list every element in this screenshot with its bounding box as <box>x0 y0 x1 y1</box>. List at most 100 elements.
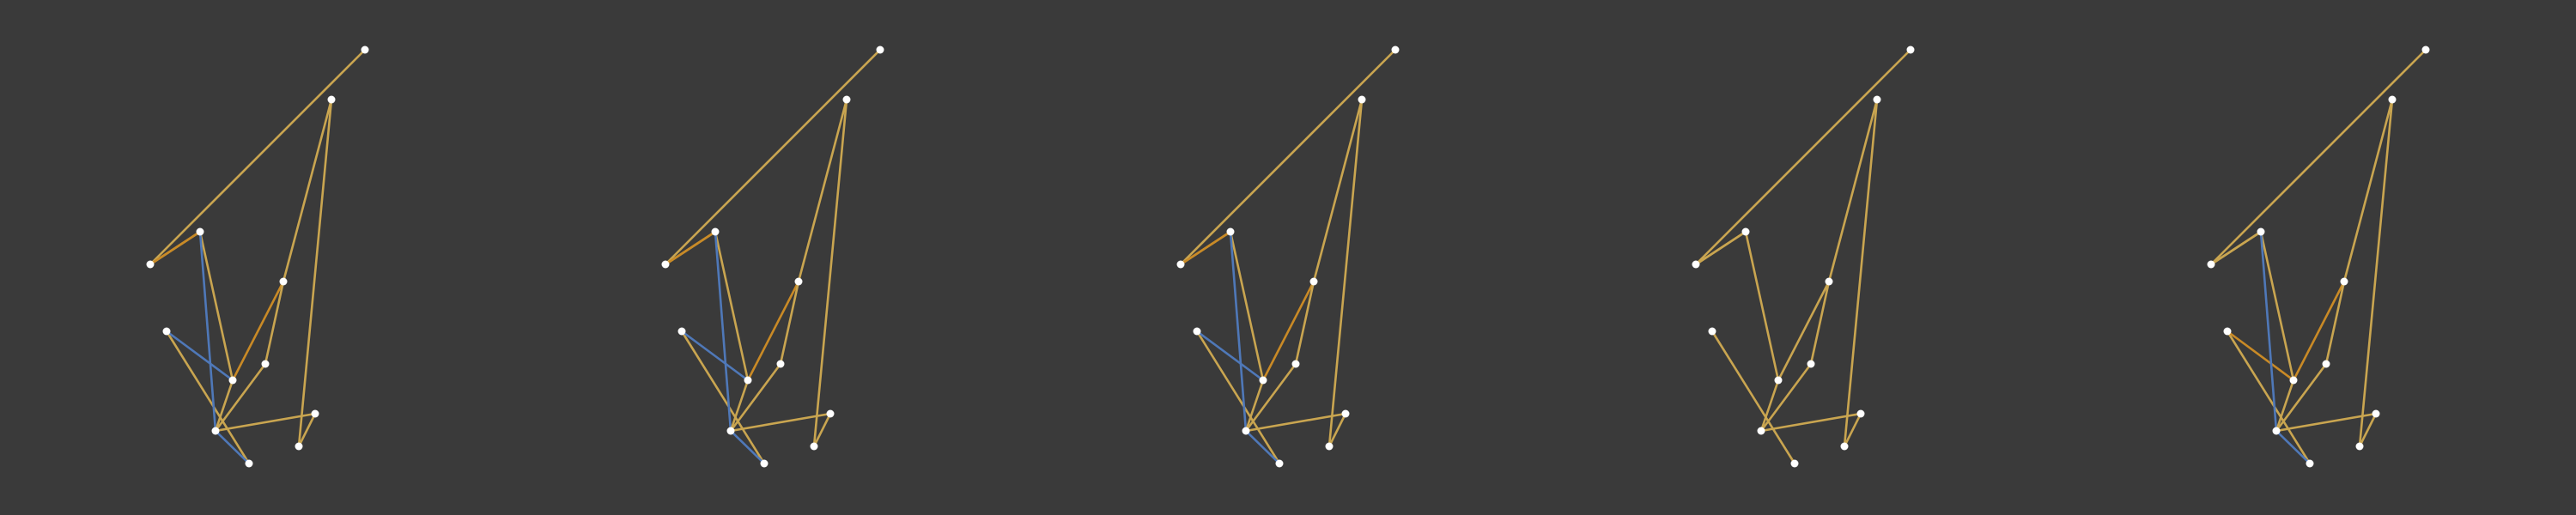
edge-F-H <box>1809 280 1831 366</box>
edge-A-C <box>149 230 202 266</box>
node-G <box>760 459 769 468</box>
node-J <box>327 95 336 104</box>
node-J <box>2388 95 2397 104</box>
panels-layer <box>146 45 2430 468</box>
node-H <box>261 360 270 368</box>
edge-J-K <box>297 98 333 448</box>
edge-F-H <box>2324 280 2346 366</box>
edge-B-G <box>680 330 766 465</box>
edge-L-E <box>214 412 317 433</box>
edge-E-G <box>214 429 251 465</box>
edge-E-H <box>1244 362 1297 433</box>
node-B <box>1193 327 1201 336</box>
node-C <box>711 227 720 236</box>
node-B <box>677 327 686 336</box>
edge-A-I <box>149 48 367 266</box>
edge-L-E <box>1244 412 1347 433</box>
node-E <box>2272 427 2281 435</box>
edge-B-D <box>1195 330 1265 382</box>
node-I <box>1391 45 1400 54</box>
graph-panel-4 <box>1692 45 1915 468</box>
node-B <box>162 327 171 336</box>
edge-C-D <box>1744 230 1780 382</box>
node-I <box>876 45 884 54</box>
node-A <box>146 260 155 269</box>
edge-D-E <box>1244 379 1265 433</box>
edge-B-D <box>680 330 750 382</box>
edge-D-F <box>2292 280 2346 382</box>
edge-K-L <box>1843 412 1862 448</box>
edge-B-G <box>165 330 251 465</box>
edge-A-C <box>2209 230 2263 266</box>
node-J <box>1358 95 1366 104</box>
node-G <box>1790 459 1799 468</box>
node-G <box>1275 459 1284 468</box>
edge-L-E <box>729 412 832 433</box>
edge-F-J <box>797 98 848 283</box>
edge-E-G <box>1244 429 1281 465</box>
node-G <box>2306 459 2314 468</box>
node-K <box>1840 442 1849 451</box>
edge-B-G <box>1195 330 1281 465</box>
graph-panel-2 <box>661 45 884 468</box>
edge-F-H <box>1294 280 1315 366</box>
edge-K-L <box>812 412 832 448</box>
edge-C-E <box>714 230 732 433</box>
node-F <box>2340 277 2348 286</box>
edge-F-J <box>282 98 333 283</box>
node-A <box>2207 260 2215 269</box>
node-A <box>661 260 670 269</box>
edge-E-H <box>729 362 782 433</box>
edge-F-H <box>264 280 285 366</box>
edge-D-F <box>1777 280 1831 382</box>
edge-D-E <box>214 379 234 433</box>
node-L <box>311 409 319 418</box>
graph-panel-5 <box>2207 45 2430 468</box>
node-F <box>1309 277 1318 286</box>
node-D <box>1259 376 1267 385</box>
node-D <box>1774 376 1783 385</box>
node-B <box>2223 327 2232 336</box>
edge-D-E <box>729 379 750 433</box>
node-J <box>842 95 851 104</box>
graph-panel-1 <box>146 45 369 468</box>
edge-E-G <box>729 429 766 465</box>
edge-D-E <box>2275 379 2295 433</box>
edge-K-L <box>1327 412 1347 448</box>
node-H <box>1807 360 1815 368</box>
node-E <box>211 427 220 435</box>
node-I <box>361 45 369 54</box>
edge-A-I <box>1179 48 1397 266</box>
node-F <box>279 277 288 286</box>
node-H <box>1291 360 1300 368</box>
edge-A-I <box>1694 48 1912 266</box>
edge-B-D <box>165 330 234 382</box>
edge-L-E <box>1759 412 1862 433</box>
node-D <box>744 376 752 385</box>
edge-D-E <box>1759 379 1780 433</box>
edge-J-K <box>1843 98 1879 448</box>
edge-L-E <box>2275 412 2378 433</box>
edge-F-J <box>1827 98 1879 283</box>
edge-C-D <box>198 230 234 382</box>
node-E <box>1242 427 1250 435</box>
node-E <box>1757 427 1765 435</box>
edge-A-I <box>664 48 882 266</box>
node-K <box>2355 442 2364 451</box>
edge-D-F <box>746 280 800 382</box>
edge-C-E <box>2259 230 2278 433</box>
edge-B-G <box>1710 330 1796 465</box>
edge-F-H <box>779 280 800 366</box>
node-A <box>1176 260 1185 269</box>
edge-E-G <box>2275 429 2312 465</box>
node-L <box>826 409 835 418</box>
edge-E-H <box>214 362 267 433</box>
node-D <box>2289 376 2298 385</box>
node-K <box>810 442 818 451</box>
edge-J-K <box>2358 98 2394 448</box>
edge-C-E <box>198 230 217 433</box>
node-C <box>196 227 204 236</box>
edge-F-J <box>2342 98 2394 283</box>
